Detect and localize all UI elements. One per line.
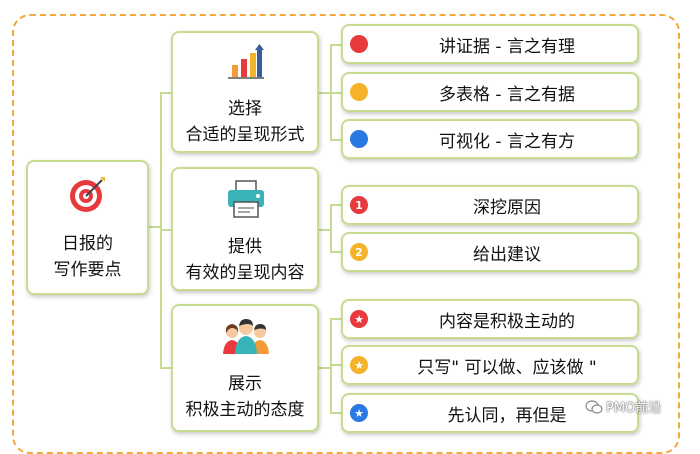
leaf-label: 可视化 - 言之有方 xyxy=(439,131,575,152)
connector-b2-l2 xyxy=(330,251,341,253)
leaf-label: 多表格 - 言之有据 xyxy=(439,84,575,105)
star-red-icon: ★ xyxy=(350,310,368,328)
connector-b1-out xyxy=(319,92,331,94)
connector-root xyxy=(149,226,161,228)
leaf-write-can-do: ★ 只写" 可以做、应该做 " xyxy=(341,345,639,385)
wechat-icon xyxy=(585,399,603,414)
leaf-visualize: 可视化 - 言之有方 xyxy=(341,119,639,159)
connector-b1-l3 xyxy=(330,139,341,141)
connector-mid2 xyxy=(160,229,171,231)
branch3-title-line1: 展示 xyxy=(228,374,262,394)
connector-b3-l1 xyxy=(330,318,341,320)
leaf-label: 内容是积极主动的 xyxy=(439,311,575,332)
root-title-line1: 日报的 xyxy=(62,234,113,254)
leaf-label: 只写" 可以做、应该做 " xyxy=(417,357,597,378)
printer-icon xyxy=(228,180,264,218)
leaf-label: 讲证据 - 言之有理 xyxy=(439,36,575,57)
leaf-label: 给出建议 xyxy=(473,244,541,265)
orange-dot-icon xyxy=(350,83,368,101)
connector-b2-trunk xyxy=(330,204,332,252)
branch2-title-line2: 有效的呈现内容 xyxy=(185,263,305,283)
connector-b2-l1 xyxy=(330,204,341,206)
leaf-label: 深挖原因 xyxy=(473,197,541,218)
branch-node-provide-content: 提供 有效的呈现内容 xyxy=(171,167,319,291)
root-node: 日报的 写作要点 xyxy=(26,160,149,295)
branch-node-select-form: 选择 合适的呈现形式 xyxy=(171,31,319,153)
bar-chart-icon xyxy=(228,44,264,79)
branch1-title-line2: 合适的呈现形式 xyxy=(185,125,305,145)
branch1-title-line1: 选择 xyxy=(228,99,262,119)
leaf-tables: 多表格 - 言之有据 xyxy=(341,72,639,112)
star-orange-icon: ★ xyxy=(350,356,368,374)
red-dot-icon xyxy=(350,35,368,53)
star-blue-icon: ★ xyxy=(350,404,368,422)
branch2-title-line1: 提供 xyxy=(228,237,262,257)
branch3-title-line2: 积极主动的态度 xyxy=(185,400,305,420)
connector-b1-l2 xyxy=(330,92,341,94)
connector-mid1 xyxy=(160,92,171,94)
leaf-label: 先认同，再但是 xyxy=(447,405,567,426)
number-2-icon: 2 xyxy=(350,243,368,261)
root-title-line2: 写作要点 xyxy=(53,260,122,280)
leaf-agree-then-but: ★ 先认同，再但是 xyxy=(341,393,639,433)
connector-b3-l2 xyxy=(330,364,341,366)
watermark-text: PMO前沿 xyxy=(606,401,662,416)
blue-dot-icon xyxy=(350,130,368,148)
connector-b1-l1 xyxy=(330,44,341,46)
leaf-proactive-content: ★ 内容是积极主动的 xyxy=(341,299,639,339)
connector-b3-l3 xyxy=(330,412,341,414)
target-dart-icon xyxy=(70,177,105,212)
number-1-icon: 1 xyxy=(350,196,368,214)
leaf-evidence: 讲证据 - 言之有理 xyxy=(341,24,639,64)
leaf-dig-causes: 1 深挖原因 xyxy=(341,185,639,225)
connector-mid3 xyxy=(160,367,171,369)
leaf-give-advice: 2 给出建议 xyxy=(341,232,639,272)
people-group-icon xyxy=(223,319,269,354)
watermark: PMO前沿 xyxy=(585,397,661,416)
connector-b3-out xyxy=(319,367,331,369)
connector-b3-trunk xyxy=(330,318,332,414)
branch-node-show-attitude: 展示 积极主动的态度 xyxy=(171,304,319,432)
connector-b2-out xyxy=(319,229,331,231)
